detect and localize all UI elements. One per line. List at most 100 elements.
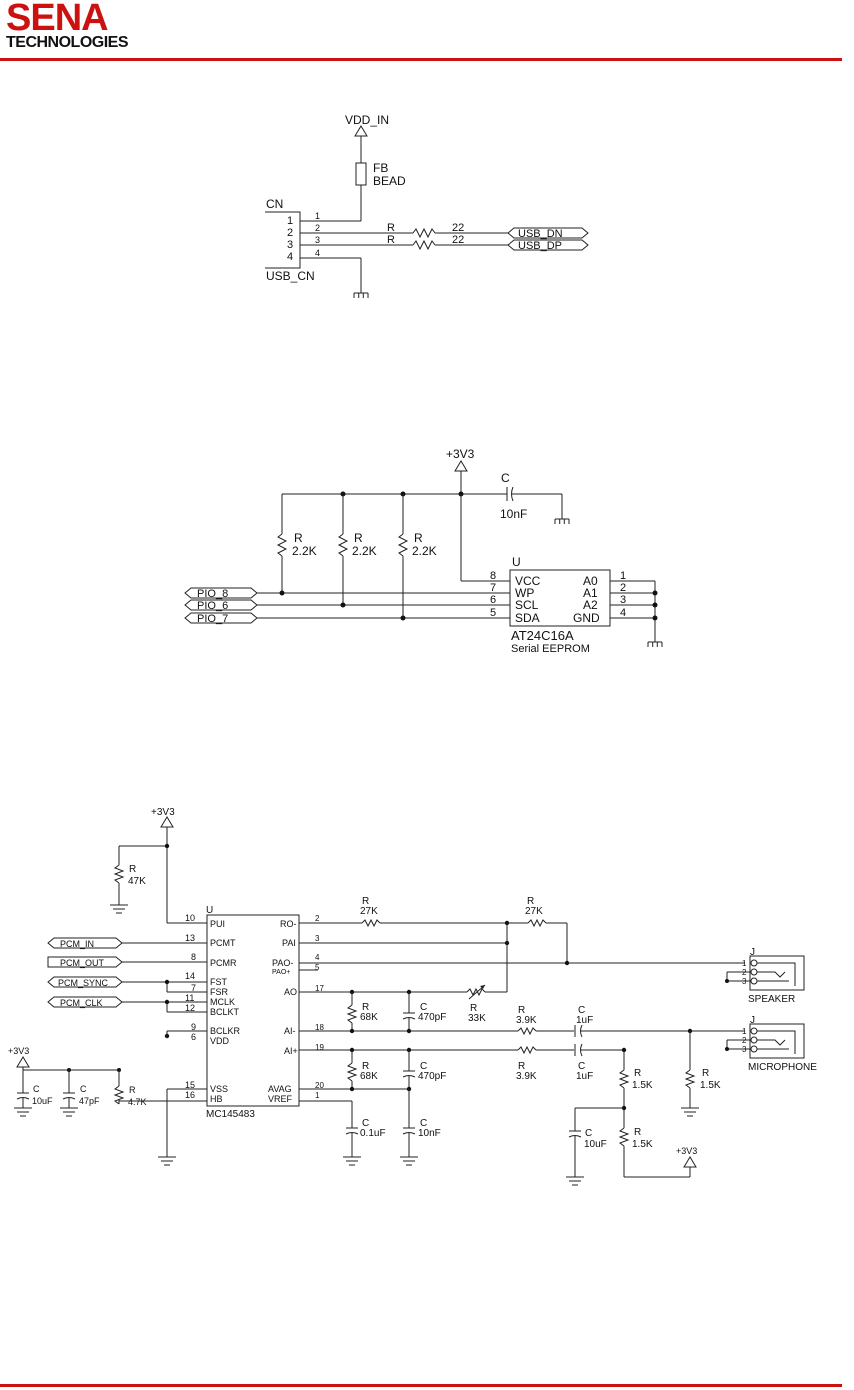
pin-pui: PUI xyxy=(210,919,225,929)
jack-speaker-ref: J xyxy=(750,947,755,958)
jack-speaker-body xyxy=(749,955,805,991)
pullup-1-ref: R xyxy=(294,531,303,545)
r-ain2-ref: R xyxy=(518,1061,525,1072)
pullup-2-value: 2.2K xyxy=(352,544,377,558)
c-vdd1-value: 10uF xyxy=(32,1096,53,1106)
resistor-bias3 xyxy=(684,1069,696,1089)
codec-circuit: +3V3 R 47K U MC145483 PUI PCMT PCMR FST … xyxy=(8,807,817,1186)
resistor-ain2 xyxy=(517,1045,537,1055)
jack-mic-pin-1: 1 xyxy=(742,1027,747,1036)
ground-symbol xyxy=(565,1176,585,1186)
jack-contact xyxy=(750,968,758,976)
eeprom-cap-ref: C xyxy=(501,471,510,485)
jack-speaker-internals xyxy=(757,962,796,986)
resistor-ao xyxy=(346,1004,358,1024)
pin-num-3: 3 xyxy=(315,934,320,943)
r-trim-value: 33K xyxy=(468,1013,486,1024)
company-logo: SENA TECHNOLOGIES xyxy=(6,0,146,56)
connector-body xyxy=(265,211,301,269)
port-pio-7-label: PIO_7 xyxy=(197,613,228,625)
junction-dot xyxy=(400,615,406,621)
cap-plate xyxy=(402,1075,416,1078)
usb-circuit: VDD_IN FB BEAD CN 1 2 3 4 USB_CN 1 2 3 4… xyxy=(265,113,589,299)
port-pio-8-label: PIO_8 xyxy=(197,588,228,600)
jack-mic-ref: J xyxy=(750,1015,755,1026)
r-ain1-ref: R xyxy=(518,1005,525,1016)
pullup-resistor-1 xyxy=(276,533,288,557)
header-rule xyxy=(0,58,842,61)
resistor-ai-m xyxy=(346,1062,358,1082)
eeprom-pin-num-7: 7 xyxy=(490,582,496,594)
cap-plate xyxy=(345,1132,359,1135)
c-ai-m-value: 470pF xyxy=(418,1071,446,1082)
r-ro-ref: R xyxy=(362,896,369,907)
pullup-resistor-3 xyxy=(397,533,409,557)
jack-mic-name: MICROPHONE xyxy=(748,1062,817,1073)
usb-power-label: VDD_IN xyxy=(345,113,389,127)
connector-pin-1: 1 xyxy=(287,215,293,227)
eeprom-pin-num-8: 8 xyxy=(490,570,496,582)
junction-dot xyxy=(349,1086,355,1092)
pin-num-15: 15 xyxy=(185,1080,195,1090)
pin-vss: VSS xyxy=(210,1084,228,1094)
junction-dot xyxy=(164,843,170,849)
r-hb-ref: R xyxy=(129,1085,136,1095)
pin-num-2: 2 xyxy=(315,223,320,233)
c-vref2-ref: C xyxy=(420,1118,427,1129)
junction-dot xyxy=(406,1028,412,1034)
pin-num-20: 20 xyxy=(315,1081,324,1090)
pullup-ref: R xyxy=(129,864,136,875)
pin-num-9: 9 xyxy=(191,1022,196,1032)
eeprom-pin-num-6: 6 xyxy=(490,594,496,606)
pin-num-1: 1 xyxy=(315,1091,320,1100)
ground-symbol xyxy=(680,1107,700,1117)
c-bias-value: 10uF xyxy=(584,1139,607,1150)
pullup-resistor-2 xyxy=(337,533,349,557)
pin-bclkr: BCLKR xyxy=(210,1026,241,1036)
cap-plate xyxy=(16,1097,30,1100)
r-bias2-ref: R xyxy=(634,1127,641,1138)
pin-ai-minus: AI- xyxy=(284,1026,296,1036)
pin-num-2: 2 xyxy=(315,914,320,923)
jack-mic-internals xyxy=(757,1030,796,1054)
jack-contact xyxy=(750,1045,758,1053)
port-usb-dp-label: USB_DP xyxy=(518,240,562,252)
port-pcm-out-label: PCM_OUT xyxy=(60,958,105,968)
jack-speaker-name: SPEAKER xyxy=(748,994,795,1005)
cap-plate xyxy=(568,1135,582,1138)
pin-num-8: 8 xyxy=(191,952,196,962)
eeprom-cap-value: 10nF xyxy=(500,507,527,521)
pin-fsr: FSR xyxy=(210,987,229,997)
r-bias1-ref: R xyxy=(634,1068,641,1079)
c-ain2-value: 1uF xyxy=(576,1071,593,1082)
connector-pin-3: 3 xyxy=(287,239,293,251)
connector-pin-2: 2 xyxy=(287,227,293,239)
pin-num-16: 16 xyxy=(185,1090,195,1100)
r-pao-ref: R xyxy=(527,896,534,907)
resistor-bias2 xyxy=(618,1127,630,1147)
eeprom-pin-wp: WP xyxy=(515,586,534,600)
left-power-label: +3V3 xyxy=(8,1046,29,1056)
c-vref2-value: 10nF xyxy=(418,1128,441,1139)
c-vdd2-ref: C xyxy=(80,1084,87,1094)
trim-arrow-head xyxy=(480,985,485,989)
r-ai-m-ref: R xyxy=(362,1061,369,1072)
pin-num-19: 19 xyxy=(315,1043,324,1052)
eeprom-power-label: +3V3 xyxy=(446,447,475,461)
footer-rule xyxy=(0,1384,842,1387)
bead-label: FB xyxy=(373,161,388,175)
r-ain1-value: 3.9K xyxy=(516,1015,537,1026)
codec-ref: U xyxy=(206,905,213,916)
junction-dot xyxy=(725,979,729,983)
r-pao-value: 27K xyxy=(525,906,543,917)
pin-pcmt: PCMT xyxy=(210,938,236,948)
r-trim-ref: R xyxy=(470,1003,477,1014)
cap-plate xyxy=(402,1017,416,1020)
pin-num-12: 12 xyxy=(185,1003,195,1013)
pin-pai: PAI xyxy=(282,938,296,948)
pullup-1-value: 2.2K xyxy=(292,544,317,558)
resistor-hb xyxy=(113,1085,125,1105)
pullup-3-ref: R xyxy=(414,531,423,545)
ground-symbol xyxy=(353,292,369,299)
